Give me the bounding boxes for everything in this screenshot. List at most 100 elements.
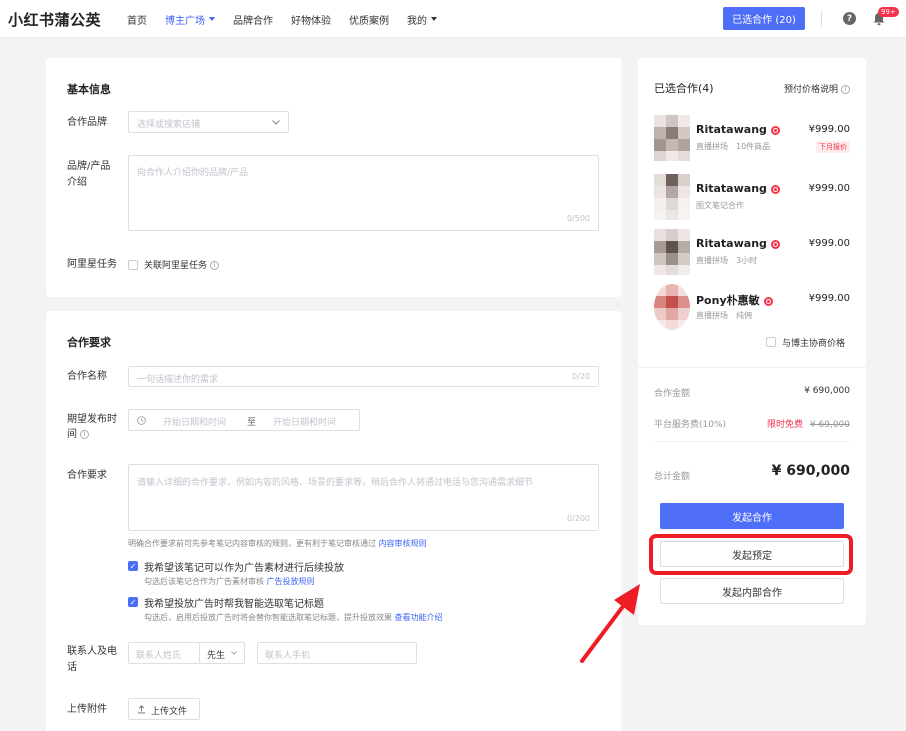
xiaohongshu-icon: [770, 125, 780, 135]
xiaohongshu-icon: [770, 239, 780, 249]
coop-detail-textarea[interactable]: 请输入详细的合作要求，例如内容的风格、场景的要求等，稍后合作人将通过电话与您沟通…: [128, 464, 599, 531]
brand-label: 合作品牌: [67, 117, 107, 128]
creator-avatar: [654, 174, 690, 220]
star-task-checkbox[interactable]: [128, 260, 138, 270]
xiaohongshu-icon: [770, 184, 780, 194]
panel-divider: [638, 367, 866, 368]
app-logo[interactable]: 小红书蒲公英: [8, 11, 102, 29]
info-icon[interactable]: i: [210, 261, 220, 270]
fee-free-text: 限时免费: [767, 420, 804, 430]
creator-name: Ritatawang: [696, 123, 780, 136]
creator-price: ¥999.00: [808, 293, 850, 304]
ad-material-checkbox[interactable]: ✓: [128, 561, 138, 571]
range-separator: 至: [247, 418, 257, 428]
ad-material-option: 我希望该笔记可以作为广告素材进行后续投放: [144, 563, 344, 574]
coop-name-placeholder: 一句话描述你的需求: [137, 375, 219, 385]
coop-detail-label: 合作要求: [67, 470, 107, 481]
creator-item[interactable]: Pony朴惠敏 直播拼场 纯佣 ¥999.00: [654, 284, 850, 330]
creator-name: Ritatawang: [696, 182, 780, 195]
creator-item[interactable]: Ritatawang 直播拼场 10件商品 ¥999.00 下月报价: [654, 115, 850, 161]
info-icon[interactable]: i: [80, 429, 89, 439]
star-task-label: 阿里星任务: [67, 259, 117, 270]
nav-item-cases[interactable]: 优质案例: [349, 15, 389, 27]
nav-divider: [821, 11, 822, 27]
upload-file-button[interactable]: 上传文件: [128, 698, 200, 720]
creator-price: ¥999.00: [808, 238, 850, 249]
phone-input[interactable]: 联系人手机: [257, 642, 417, 664]
creator-sub: 图文笔记合作: [696, 201, 744, 210]
negotiate-price-label: 与博主协商价格: [782, 339, 846, 349]
contact-label: 联系人及电 话: [67, 646, 117, 673]
main-nav: 首页 博主广场 品牌合作 好物体验 优质案例 我的: [118, 0, 446, 38]
creator-name: Ritatawang: [696, 237, 780, 250]
end-time-placeholder: 开始日期和时间: [273, 418, 337, 428]
nav-item-brand-cooperation[interactable]: 品牌合作: [233, 15, 273, 27]
salutation-select[interactable]: 先生: [199, 642, 245, 664]
total-value: ¥ 690,000: [771, 463, 850, 479]
help-icon[interactable]: ?: [843, 12, 856, 25]
service-fee-value: 限时免费 ¥ 69,000: [767, 417, 850, 430]
phone-placeholder: 联系人手机: [265, 651, 311, 661]
price-tag: 下月报价: [816, 141, 850, 153]
nav-item-creator-square[interactable]: 博主广场: [165, 12, 215, 27]
creator-item[interactable]: Ritatawang 图文笔记合作 ¥999.00: [654, 174, 850, 220]
total-label: 总计金额: [654, 472, 691, 482]
coop-detail-counter: 0/200: [566, 514, 590, 523]
caret-down-icon: [209, 17, 215, 21]
section-title-basic: 基本信息: [67, 83, 111, 96]
annotation-highlight-box: [649, 534, 853, 575]
publish-time-range[interactable]: 开始日期和时间 至 开始日期和时间: [128, 409, 360, 431]
salutation-value: 先生: [207, 651, 226, 661]
service-fee-label: 平台服务费(10%): [654, 420, 727, 430]
caret-down-icon: [431, 17, 437, 21]
info-icon[interactable]: i: [841, 85, 850, 94]
smart-title-desc: 勾选后，启用后投放广告时将会替你智能选取笔记标题，提升投放效果 查看功能介绍: [144, 613, 443, 622]
amount-label: 合作金额: [654, 389, 691, 399]
nav-item-product-trial[interactable]: 好物体验: [291, 15, 331, 27]
creator-sub: 直播拼场 纯佣: [696, 311, 752, 320]
creator-price: ¥999.00: [808, 124, 850, 135]
basic-info-card: 基本信息 合作品牌 选择或搜索店铺 品牌/产品 介绍 向合作人介绍你的品牌/产品…: [46, 58, 621, 297]
audit-rules-link[interactable]: 内容审核规则: [378, 539, 427, 548]
attachment-label: 上传附件: [67, 704, 107, 715]
brand-select[interactable]: 选择或搜索店铺: [128, 111, 289, 133]
panel-divider: [654, 441, 850, 442]
start-cooperation-button[interactable]: 发起合作: [660, 503, 844, 529]
clock-icon: [137, 416, 146, 425]
selected-cooperation-button[interactable]: 已选合作 (20): [723, 7, 805, 30]
start-reservation-button[interactable]: 发起预定: [660, 541, 844, 567]
nav-item-home[interactable]: 首页: [127, 15, 147, 27]
upload-file-label: 上传文件: [151, 707, 188, 717]
creator-avatar: [654, 284, 690, 330]
contact-name-placeholder: 联系人姓氏: [136, 651, 182, 661]
nav-item-mine[interactable]: 我的: [407, 12, 437, 27]
top-navigation-bar: 小红书蒲公英 首页 博主广场 品牌合作 好物体验 优质案例 我的 已选合作 (2…: [0, 0, 906, 38]
coop-name-label: 合作名称: [67, 371, 107, 382]
fee-original-text: ¥ 69,000: [809, 420, 850, 430]
audit-hint: 明确合作要求前可先参考笔记内容审核的规则，更有利于笔记审核通过 内容审核规则: [128, 539, 427, 548]
ad-rules-link[interactable]: 广告投放规则: [266, 577, 315, 586]
xiaohongshu-icon: [763, 296, 773, 306]
coop-name-counter: 0/20: [572, 372, 590, 381]
intro-counter: 0/500: [566, 214, 590, 223]
creator-item[interactable]: Ritatawang 直播拼场 3小时 ¥999.00: [654, 229, 850, 275]
brand-select-placeholder: 选择或搜索店铺: [137, 120, 201, 130]
start-internal-cooperation-button[interactable]: 发起内部合作: [660, 578, 844, 604]
feature-intro-link[interactable]: 查看功能介绍: [394, 613, 443, 622]
smart-title-checkbox[interactable]: ✓: [128, 597, 138, 607]
creator-sub: 直播拼场 3小时: [696, 256, 758, 265]
contact-name-input[interactable]: 联系人姓氏: [128, 642, 200, 664]
negotiate-price-checkbox[interactable]: [766, 337, 776, 347]
coop-name-input[interactable]: 一句话描述你的需求 0/20: [128, 366, 599, 387]
selected-panel-title: 已选合作(4): [654, 82, 714, 95]
chevron-down-icon: [272, 120, 280, 125]
amount-value: ¥ 690,000: [804, 386, 850, 396]
ad-material-desc: 勾选后该笔记合作为广告素材审核 广告投放规则: [144, 577, 315, 586]
smart-title-option: 我希望投放广告时帮我智能选取笔记标题: [144, 599, 324, 610]
intro-label: 品牌/产品 介绍: [67, 161, 111, 188]
intro-textarea[interactable]: 向合作人介绍你的品牌/产品 0/500: [128, 155, 599, 231]
upload-icon: [137, 705, 146, 714]
